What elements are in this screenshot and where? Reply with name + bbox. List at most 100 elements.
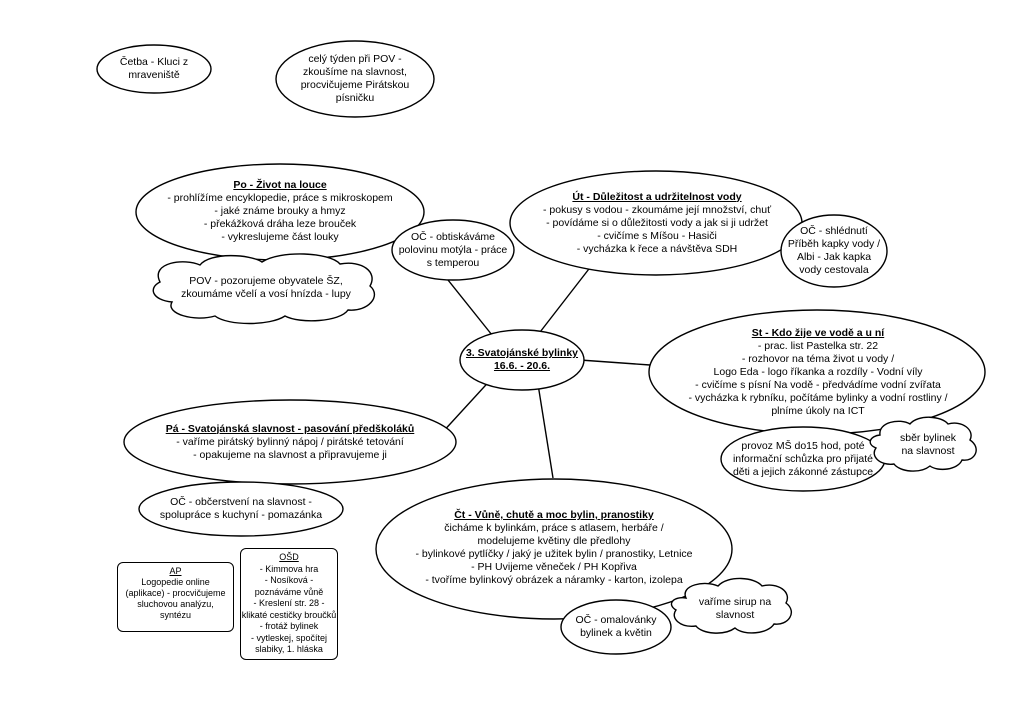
provoz-line-2: informační schůzka pro přijaté: [732, 452, 874, 465]
ellipse-oc-po: [391, 219, 515, 281]
osd-line-2: - Nosíková -: [264, 575, 314, 585]
ct-line-5: - tvoříme bylinkový obrázek a náramky - …: [425, 574, 683, 586]
node-oc-pa: OČ - občerstvení na slavnost - spoluprác…: [142, 492, 340, 526]
st-line-5: - vycházka k rybníku, počítáme bylinky a…: [688, 391, 948, 404]
osd-line-8: slabiky, 1. hláska: [255, 644, 323, 654]
ellipse-ct: [375, 478, 733, 620]
oc-ut-line-2: Příběh kapky vody /: [787, 238, 881, 250]
node-cteni: Četba - Kluci z mraveniště: [100, 50, 208, 88]
connector-st: [579, 359, 651, 366]
oc-po-line-3: s temperou: [426, 256, 480, 269]
node-center: 3. Svatojánské bylinky 16.6. - 20.6.: [462, 340, 582, 380]
node-oc-ut: OČ - shlédnutí Příběh kapky vody / Albi …: [784, 222, 884, 280]
box-osd: OŠD - Kimmova hra - Nosíková - poznáváme…: [240, 548, 338, 660]
node-st: St - Kdo žije ve vodě a u ní - prac. lis…: [660, 322, 976, 422]
provoz-line-3: děti a jejich zákonné zástupce: [732, 465, 874, 478]
pa-line-2: - opakujeme na slavnost a připravujeme j…: [193, 448, 387, 461]
sber-line-1: sběr bylinek: [899, 432, 957, 444]
cloud-sirup: [670, 577, 792, 634]
node-oc-ct: OČ - omalovánky bylinek a květin: [566, 610, 666, 644]
pa-title: Pá - Svatojánská slavnost - pasování pře…: [165, 422, 415, 435]
node-sber: sběr bylinek na slavnost: [884, 428, 972, 462]
ut-line-3: - cvičíme s Míšou - Hasiči: [597, 229, 717, 242]
ut-line-1: - pokusy s vodou - zkoumáme její množstv…: [542, 203, 772, 216]
ellipse-oc-pa: [138, 481, 344, 537]
st-title: St - Kdo žije ve vodě a u ní: [751, 326, 885, 339]
po-line-1: - prohlížíme encyklopedie, práce s mikro…: [167, 191, 393, 204]
center-title-line-1: 3. Svatojánské bylinky: [465, 347, 579, 359]
node-po: Po - Život na louce - prohlížíme encyklo…: [140, 168, 420, 254]
ut-title: Út - Důležitost a udržitelnost vody: [572, 190, 742, 203]
cloud-sber: [869, 416, 977, 472]
po-title: Po - Život na louce: [233, 178, 327, 191]
box-ap: AP Logopedie online (aplikace) - procvič…: [117, 562, 234, 632]
node-ct: Čt - Vůně, chutě a moc bylin, pranostiky…: [384, 502, 724, 594]
osd-title: OŠD: [279, 552, 299, 562]
ap-line-3: sluchovou analýzu,: [137, 599, 214, 609]
node-pa: Pá - Svatojánská slavnost - pasování pře…: [130, 418, 450, 466]
ap-line-1: Logopedie online: [141, 577, 210, 587]
oc-ut-line-3: Albi - Jak kapka: [796, 251, 872, 263]
ellipse-oc-ut: [780, 214, 888, 288]
st-line-2: - rozhovor na téma život u vody /: [741, 352, 895, 365]
pov-tyden-line-3: procvičujeme Pirátskou: [300, 79, 410, 91]
ap-title: AP: [169, 566, 182, 576]
node-sirup: vaříme sirup na slavnost: [684, 592, 786, 626]
ct-line-2: modelujeme květiny dle předlohy: [477, 535, 631, 547]
pov-po-line-2: zkoumáme včelí a vosí hnízda - lupy: [181, 288, 351, 300]
pov-po-line-1: POV - pozorujeme obyvatele ŠZ,: [189, 275, 343, 287]
oc-ct-line-1: OČ - omalovánky: [575, 614, 657, 626]
oc-ut-line-4: vody cestovala: [799, 264, 869, 276]
sirup-line-2: slavnost: [715, 609, 755, 621]
osd-line-6: - frotáž bylinek: [259, 621, 319, 631]
pov-tyden-line-4: písničku: [335, 92, 375, 104]
oc-pa-line-1: OČ - občerstvení na slavnost -: [170, 496, 312, 508]
ut-line-4: - vycházka k řece a návštěva SDH: [576, 242, 738, 255]
ellipse-cteni: [96, 44, 212, 94]
pov-tyden-line-2: zkoušíme na slavnost,: [303, 66, 407, 78]
po-line-2: - jaké známe brouky a hmyz: [214, 204, 346, 217]
st-line-6: plníme úkoly na ICT: [771, 404, 865, 417]
cteni-line-2: mraveniště: [128, 69, 180, 81]
st-line-1: - prac. list Pastelka str. 22: [757, 339, 879, 352]
connector-ct: [536, 377, 554, 479]
provoz-line-1: provoz MŠ do15 hod, poté: [741, 439, 865, 452]
node-ut: Út - Důležitost a udržitelnost vody - po…: [516, 180, 798, 266]
oc-po-line-2: polovinu motýla - práce: [398, 243, 508, 256]
ct-line-1: čicháme k bylinkám, práce s atlasem, her…: [444, 522, 664, 534]
ellipse-pov-tyden: [275, 40, 435, 118]
sber-line-2: na slavnost: [901, 445, 955, 457]
center-title-line-2: 16.6. - 20.6.: [493, 360, 551, 372]
pov-tyden-line-1: celý týden při POV -: [308, 53, 402, 65]
cteni-line-1: Četba - Kluci z: [119, 56, 189, 68]
sirup-line-1: vaříme sirup na: [698, 596, 772, 608]
ellipse-center: [459, 329, 585, 391]
ellipse-oc-ct: [560, 599, 672, 655]
node-oc-po: OČ - obtiskáváme polovinu motýla - práce…: [396, 228, 510, 272]
node-pov-po: POV - pozorujeme obyvatele ŠZ, zkoumáme …: [166, 271, 366, 305]
osd-line-1: - Kimmova hra: [259, 563, 319, 574]
oc-ut-line-1: OČ - shlédnutí: [800, 225, 868, 237]
cloud-pov-po: [152, 253, 376, 325]
osd-line-7: - vytleskej, spočítej: [250, 632, 328, 643]
ut-line-2: - povídáme si o důležitosti vody a jak s…: [546, 216, 768, 229]
ap-line-4: syntézu: [159, 610, 192, 620]
pa-line-1: - vaříme pirátský bylinný nápoj / piráts…: [176, 435, 404, 448]
st-line-3: Logo Eda - logo říkanka a rozdíly - Vodn…: [713, 365, 923, 378]
ct-line-3: - bylinkové pytlíčky / jaký je užitek by…: [415, 548, 693, 560]
osd-line-3: poznáváme vůně: [254, 586, 324, 597]
osd-line-4: - Kreslení str. 28 -: [253, 598, 325, 608]
st-line-4: - cvičíme s písní Na vodě - předvádíme v…: [695, 378, 941, 391]
oc-po-line-1: OČ - obtiskáváme: [410, 230, 496, 243]
ellipse-pa: [123, 399, 457, 485]
po-line-4: - vykreslujeme část louky: [221, 230, 339, 243]
node-pov-tyden: celý týden při POV - zkoušíme na slavnos…: [282, 48, 428, 110]
po-line-3: - překážková dráha leze brouček: [203, 217, 357, 230]
ct-title: Čt - Vůně, chutě a moc bylin, pranostiky: [454, 509, 654, 521]
node-provoz: provoz MŠ do15 hod, poté informační schů…: [724, 436, 882, 482]
oc-pa-line-2: spolupráce s kuchyní - pomazánka: [159, 509, 323, 521]
oc-ct-line-2: bylinek a květin: [580, 627, 652, 639]
ap-line-2: (aplikace) - procvičujeme: [125, 588, 226, 598]
ct-line-4: - PH Uvijeme věneček / PH Kopřiva: [471, 561, 637, 573]
